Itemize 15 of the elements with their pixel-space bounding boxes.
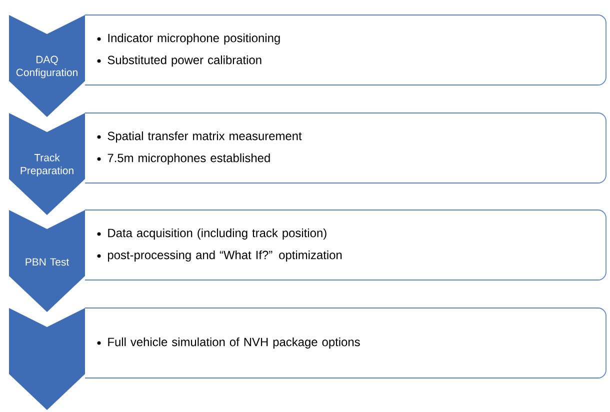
text-box [84, 308, 606, 378]
text-box [84, 14, 606, 86]
phase-banner: DAQ Configuration [9, 15, 85, 117]
bullet-item: Data acquisition (including track position) [97, 228, 326, 240]
bullet-item: post-processing and “What If?” optimization [97, 250, 342, 262]
bullet-item: Spatial transfer matrix measurement [97, 131, 302, 143]
bullet-item: Substituted power calibration [97, 55, 262, 67]
bullet-item: Indicator microphone positioning [97, 33, 280, 45]
text-box [84, 112, 606, 184]
phase-banner [9, 308, 85, 410]
text-box [84, 210, 606, 280]
bullet-item: 7.5m microphones established [97, 153, 270, 165]
phase-banner: Track Preparation [9, 113, 85, 215]
phase-banner: PBN Test [9, 210, 85, 312]
bullet-item: Full vehicle simulation of NVH package options [97, 337, 360, 349]
